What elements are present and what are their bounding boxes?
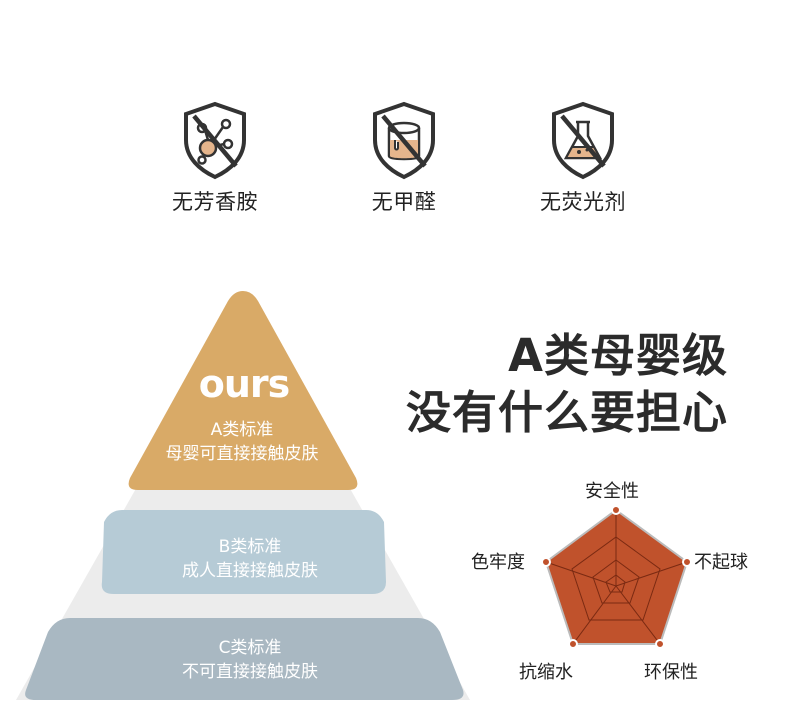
feature-no-aromatic-amine: 无芳香胺 bbox=[150, 100, 280, 216]
radar-label-eco-friendly: 环保性 bbox=[644, 662, 698, 683]
feature-label: 无荧光剂 bbox=[540, 190, 626, 214]
tier-b-title: B类标准 bbox=[218, 537, 282, 557]
tier-b-desc: 成人直接接触皮肤 bbox=[182, 561, 318, 581]
no-formaldehyde-icon bbox=[373, 101, 435, 180]
radar-label-anti-shrink: 抗缩水 bbox=[519, 662, 573, 683]
ours-logo: ours bbox=[198, 362, 291, 406]
feature-label: 无甲醛 bbox=[371, 190, 437, 214]
pyramid-background bbox=[16, 300, 470, 700]
feature-no-fluorescent-agent: 无荧光剂 bbox=[518, 100, 648, 216]
headline-tagline: 没有什么要担心 bbox=[405, 386, 728, 439]
no-aromatic-amine-icon bbox=[184, 101, 246, 180]
tier-b-label: B类标准 成人直接接触皮肤 bbox=[120, 535, 380, 583]
radar-points bbox=[541, 505, 692, 649]
tier-a bbox=[128, 291, 358, 490]
tier-c-label: C类标准 不可直接接触皮肤 bbox=[70, 636, 430, 684]
tier-c-title: C类标准 bbox=[218, 638, 282, 658]
radar-label-color-fastness: 色牢度 bbox=[471, 552, 525, 573]
feature-label: 无芳香胺 bbox=[172, 190, 258, 214]
tier-c bbox=[25, 618, 464, 700]
feature-no-formaldehyde: 无甲醛 bbox=[339, 100, 469, 216]
tier-a-title: A类标准 bbox=[210, 420, 274, 440]
tier-a-desc: 母婴可直接接触皮肤 bbox=[165, 444, 319, 464]
radar-label-anti-pilling: 不起球 bbox=[694, 552, 748, 573]
tier-c-desc: 不可直接接触皮肤 bbox=[182, 662, 318, 682]
tier-b bbox=[101, 510, 386, 594]
radar-label-safety: 安全性 bbox=[585, 481, 639, 502]
no-fluorescent-agent-icon bbox=[552, 101, 614, 180]
headline-grade: A类母婴级 bbox=[508, 329, 728, 382]
radar-grid bbox=[545, 510, 688, 645]
tier-a-label: A类标准 母婴可直接接触皮肤 bbox=[128, 418, 356, 466]
